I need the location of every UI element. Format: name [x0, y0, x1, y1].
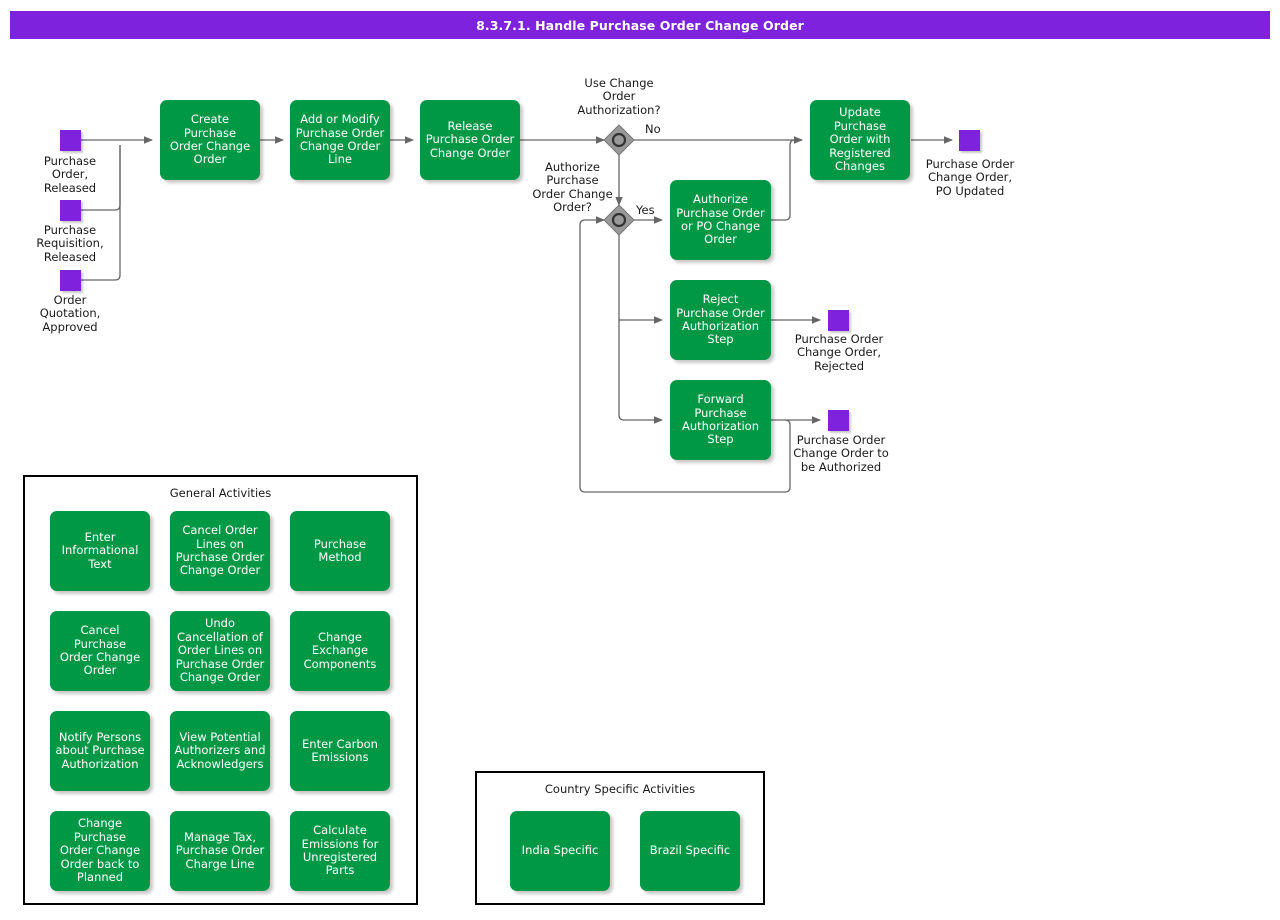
- page-title-bar: 8.3.7.1. Handle Purchase Order Change Or…: [10, 11, 1270, 39]
- general-activity-notify-persons-about-purchase-authorization[interactable]: Notify Persons about Purchase Authorizat…: [50, 711, 150, 791]
- general-activity-change-purchase-order-change-order-back-to-planned[interactable]: Change Purchase Order Change Order back …: [50, 811, 150, 891]
- start-label-purchase-order-released: Purchase Order, Released: [43, 154, 97, 195]
- decision-diamond-1: [603, 124, 635, 156]
- end-marker-po-change-order-to-be-authorized[interactable]: [828, 410, 849, 431]
- general-activities-title: General Activities: [169, 486, 272, 500]
- general-activity-undo-cancellation-of-order-lines-on-purchase-order-change-order[interactable]: Undo Cancellation of Order Lines on Purc…: [170, 611, 270, 691]
- country-activity-brazil-specific[interactable]: Brazil Specific: [640, 811, 740, 891]
- start-label-order-quotation-approved: Order Quotation, Approved: [39, 293, 101, 334]
- end-label-po-change-order-to-be-authorized: Purchase Order Change Order to be Author…: [793, 433, 889, 474]
- activity-forward-purchase-authorization-step[interactable]: Forward Purchase Authorization Step: [670, 380, 771, 460]
- edge-label-yes: Yes: [636, 203, 655, 217]
- decision-label-use-change-order-authorization: Use Change Order Authorization?: [577, 76, 661, 117]
- general-activity-purchase-method[interactable]: Purchase Method: [290, 511, 390, 591]
- general-activity-cancel-purchase-order-change-order[interactable]: Cancel Purchase Order Change Order: [50, 611, 150, 691]
- start-marker-purchase-requisition-released[interactable]: [60, 200, 81, 221]
- general-activity-view-potential-authorizers-and-acknowledgers[interactable]: View Potential Authorizers and Acknowled…: [170, 711, 270, 791]
- decision-label-authorize-purchase-order-change-order: Authorize Purchase Order Change Order?: [532, 160, 613, 215]
- end-label-po-change-order-po-updated: Purchase Order Change Order, PO Updated: [925, 157, 1015, 198]
- general-activity-enter-carbon-emissions[interactable]: Enter Carbon Emissions: [290, 711, 390, 791]
- general-activity-manage-tax-purchase-order-charge-line[interactable]: Manage Tax, Purchase Order Charge Line: [170, 811, 270, 891]
- end-label-po-change-order-rejected: Purchase Order Change Order, Rejected: [794, 332, 884, 373]
- start-label-purchase-requisition-released: Purchase Requisition, Released: [36, 223, 104, 264]
- start-marker-purchase-order-released[interactable]: [60, 130, 81, 151]
- end-marker-po-change-order-po-updated[interactable]: [959, 130, 980, 151]
- end-marker-po-change-order-rejected[interactable]: [828, 310, 849, 331]
- activity-release-purchase-order-change-order[interactable]: Release Purchase Order Change Order: [420, 100, 520, 180]
- activity-update-purchase-order-with-registered-changes[interactable]: Update Purchase Order with Registered Ch…: [810, 100, 910, 180]
- page-title: 8.3.7.1. Handle Purchase Order Change Or…: [476, 17, 804, 33]
- edge-label-no: No: [645, 122, 661, 136]
- country-specific-activities-title: Country Specific Activities: [544, 782, 696, 796]
- start-marker-order-quotation-approved[interactable]: [60, 270, 81, 291]
- activity-reject-purchase-order-authorization-step[interactable]: Reject Purchase Order Authorization Step: [670, 280, 771, 360]
- general-activity-enter-informational-text[interactable]: Enter Informational Text: [50, 511, 150, 591]
- decision-diamond-2: [603, 204, 635, 236]
- general-activity-change-exchange-components[interactable]: Change Exchange Components: [290, 611, 390, 691]
- general-activity-calculate-emissions-for-unregistered-parts[interactable]: Calculate Emissions for Unregistered Par…: [290, 811, 390, 891]
- activity-authorize-purchase-order-or-po-change-order[interactable]: Authorize Purchase Order or PO Change Or…: [670, 180, 771, 260]
- country-activity-india-specific[interactable]: India Specific: [510, 811, 610, 891]
- general-activity-cancel-order-lines-on-purchase-order-change-order[interactable]: Cancel Order Lines on Purchase Order Cha…: [170, 511, 270, 591]
- activity-add-or-modify-purchase-order-change-order-line[interactable]: Add or Modify Purchase Order Change Orde…: [290, 100, 390, 180]
- activity-create-purchase-order-change-order[interactable]: Create Purchase Order Change Order: [160, 100, 260, 180]
